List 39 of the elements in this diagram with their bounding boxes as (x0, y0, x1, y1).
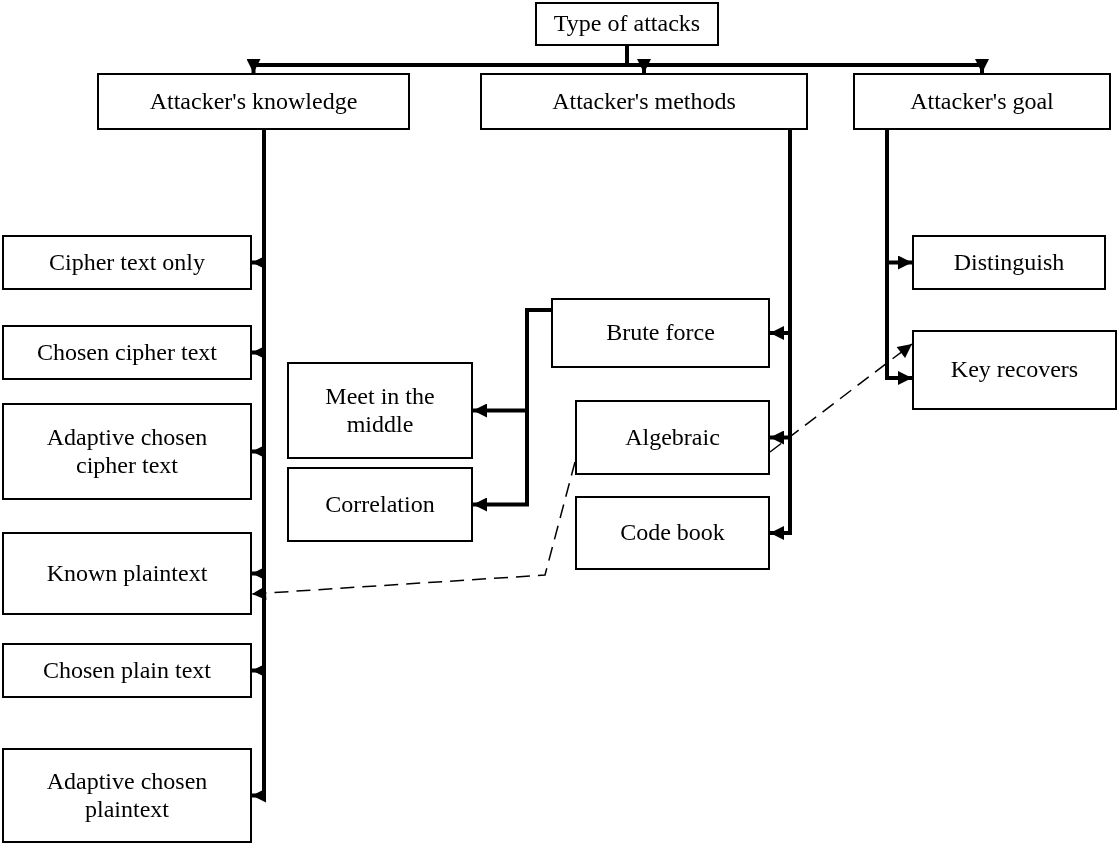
attack-box (2, 748, 252, 843)
box-label: Brute force (606, 319, 715, 347)
attack-box (2, 403, 252, 500)
box-label: Cipher text only (49, 248, 205, 277)
box-label: Chosen cipher text (37, 338, 217, 367)
attack-box (912, 235, 1106, 290)
attack-box (853, 73, 1111, 130)
attack-box (575, 400, 770, 475)
box-label: Attacker's methods (552, 87, 736, 116)
attack-box (551, 298, 770, 368)
box-label: Meet in the middle (324, 382, 436, 439)
attack-box (97, 73, 410, 130)
box-label: Code book (620, 519, 725, 547)
attack-box (2, 532, 252, 615)
attack-box (2, 235, 252, 290)
dashed-arrow (251, 461, 576, 601)
attack-box (575, 496, 770, 570)
attack-box (535, 2, 719, 46)
attack-box (287, 467, 473, 542)
attack-box (287, 362, 473, 459)
attack-box (480, 73, 808, 130)
box-label: Distinguish (953, 248, 1065, 277)
dashed-arrow (769, 343, 913, 453)
box-label: Correlation (325, 490, 435, 519)
arrow (885, 130, 912, 385)
box-label: Attacker's knowledge (149, 87, 358, 116)
box-label: Algebraic (625, 423, 720, 452)
box-label: Attacker's goal (910, 87, 1054, 116)
attack-box (2, 643, 252, 698)
attack-box (2, 325, 252, 380)
arrow (252, 130, 266, 803)
box-label: Known plaintext (46, 559, 208, 588)
box-label: Key recovers (950, 356, 1079, 384)
box-label: Chosen plain text (43, 656, 211, 685)
box-label: Type of attacks (553, 10, 701, 38)
attack-box (912, 330, 1117, 410)
box-label: Adaptive chosen plaintext (45, 767, 209, 824)
arrow (473, 308, 551, 512)
box-label: Adaptive chosen cipher text (45, 423, 209, 480)
